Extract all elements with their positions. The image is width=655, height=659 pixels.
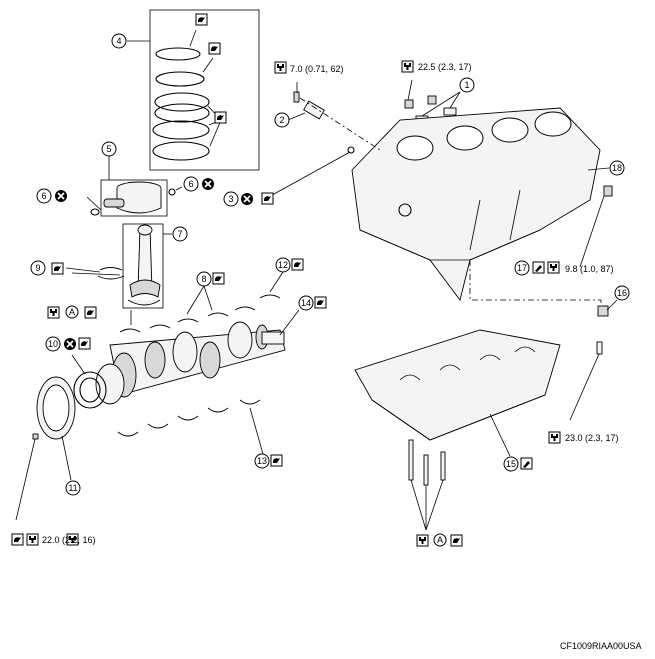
svg-text:17: 17 [517,263,527,273]
callout-16: 16 [614,285,630,301]
svg-text:16: 16 [617,288,627,298]
svg-text:11: 11 [68,483,77,493]
symbol-a-marker: A A [65,305,447,547]
callout-14: 14 [298,295,314,311]
callout-12: 12 [275,257,291,273]
torque-value-rear-plate: 22.0 (2.2, 16) [42,535,96,545]
crankshaft [95,309,300,405]
cylinder-block [351,107,610,302]
connecting-rod [65,223,172,325]
svg-text:10: 10 [48,339,58,349]
callout-13: 13 [254,453,270,469]
lower-cylinder-block [354,329,561,457]
svg-text:18: 18 [612,163,622,173]
callout-15: 15 [503,456,519,472]
callout-1: 1 [459,77,475,93]
callout-8: 8 [196,271,212,287]
extra-oil-can-icon [78,337,91,350]
svg-text:9: 9 [35,263,40,273]
svg-text:4: 4 [116,36,121,46]
svg-text:8: 8 [201,274,206,284]
callout-10: 10 [45,336,61,352]
oil-can-icon [11,13,463,547]
svg-text:6: 6 [188,179,193,189]
rear-plate [15,376,76,521]
torque-value-lower-block: 23.0 (2.3, 17) [565,433,619,443]
callout-6-left: 6 [36,188,52,204]
callout-6-right: 6 [183,176,199,192]
callout-2: 2 [274,112,290,128]
callout-17: 17 [514,260,530,276]
callout-3: 3 [223,191,239,207]
svg-text:12: 12 [278,260,288,270]
svg-text:14: 14 [301,298,311,308]
callout-7: 7 [172,226,188,242]
svg-text:A: A [69,307,75,317]
rear-oil-seal [71,354,107,409]
svg-text:5: 5 [106,144,111,154]
torque-value-drain-plug: 9.8 (1.0, 87) [565,264,614,274]
callout-9: 9 [30,260,46,276]
torque-value-sensor: 7.0 (0.71, 62) [290,64,344,74]
svg-text:1: 1 [464,80,469,90]
callout-4: 4 [111,33,127,49]
main-bearing-upper-shells [119,271,284,333]
alignment-line-sensor [299,97,381,151]
svg-text:15: 15 [506,459,516,469]
callout-11: 11 [65,480,81,496]
piston-ring-set [127,9,260,171]
callout-5: 5 [101,141,117,157]
svg-text:3: 3 [228,194,233,204]
svg-text:13: 13 [257,456,267,466]
svg-text:6: 6 [41,191,46,201]
callout-18: 18 [609,160,625,176]
torque-value-bolts: 22.5 (2.3, 17) [418,62,472,72]
piston-assembly [86,156,183,217]
main-bearing-lower-shells [117,399,264,455]
svg-text:A: A [437,535,443,545]
figure-code: CF1009RIAA00USA [560,641,642,651]
alignment-line [469,260,602,306]
svg-text:7: 7 [177,229,182,239]
svg-text:2: 2 [279,115,284,125]
